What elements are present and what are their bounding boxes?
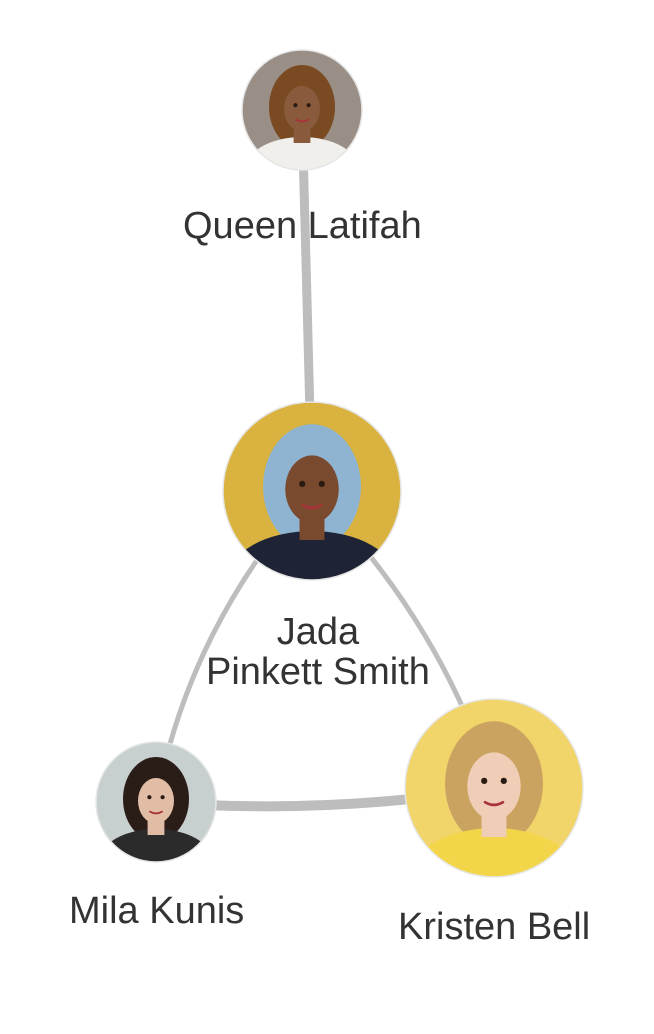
node-mila-kunis[interactable] (95, 741, 217, 895)
node-label-mila-kunis: Mila Kunis (69, 891, 244, 931)
node-label-line: Mila Kunis (69, 890, 245, 932)
node-queen-latifah[interactable] (241, 49, 363, 203)
portrait-photo (242, 50, 362, 170)
node-border (404, 698, 584, 878)
portrait-photo (96, 742, 216, 862)
node-label-line: Pinkett Smith (206, 651, 430, 693)
node-border (95, 741, 217, 863)
node-border (222, 401, 402, 581)
node-border (241, 49, 363, 171)
nodes-layer (95, 49, 584, 926)
portrait-photo (405, 699, 583, 877)
node-label-line: Kristen Bell (398, 906, 591, 948)
portrait-photo (223, 402, 401, 580)
node-label-line: Jada (276, 611, 360, 653)
node-label-kristen-bell: Kristen Bell (398, 907, 590, 947)
node-label-line: Queen Latifah (183, 205, 422, 247)
node-jada-pinkett-smith[interactable] (222, 401, 402, 629)
node-kristen-bell[interactable] (404, 698, 584, 926)
node-label-queen-latifah: Queen Latifah (183, 206, 422, 246)
